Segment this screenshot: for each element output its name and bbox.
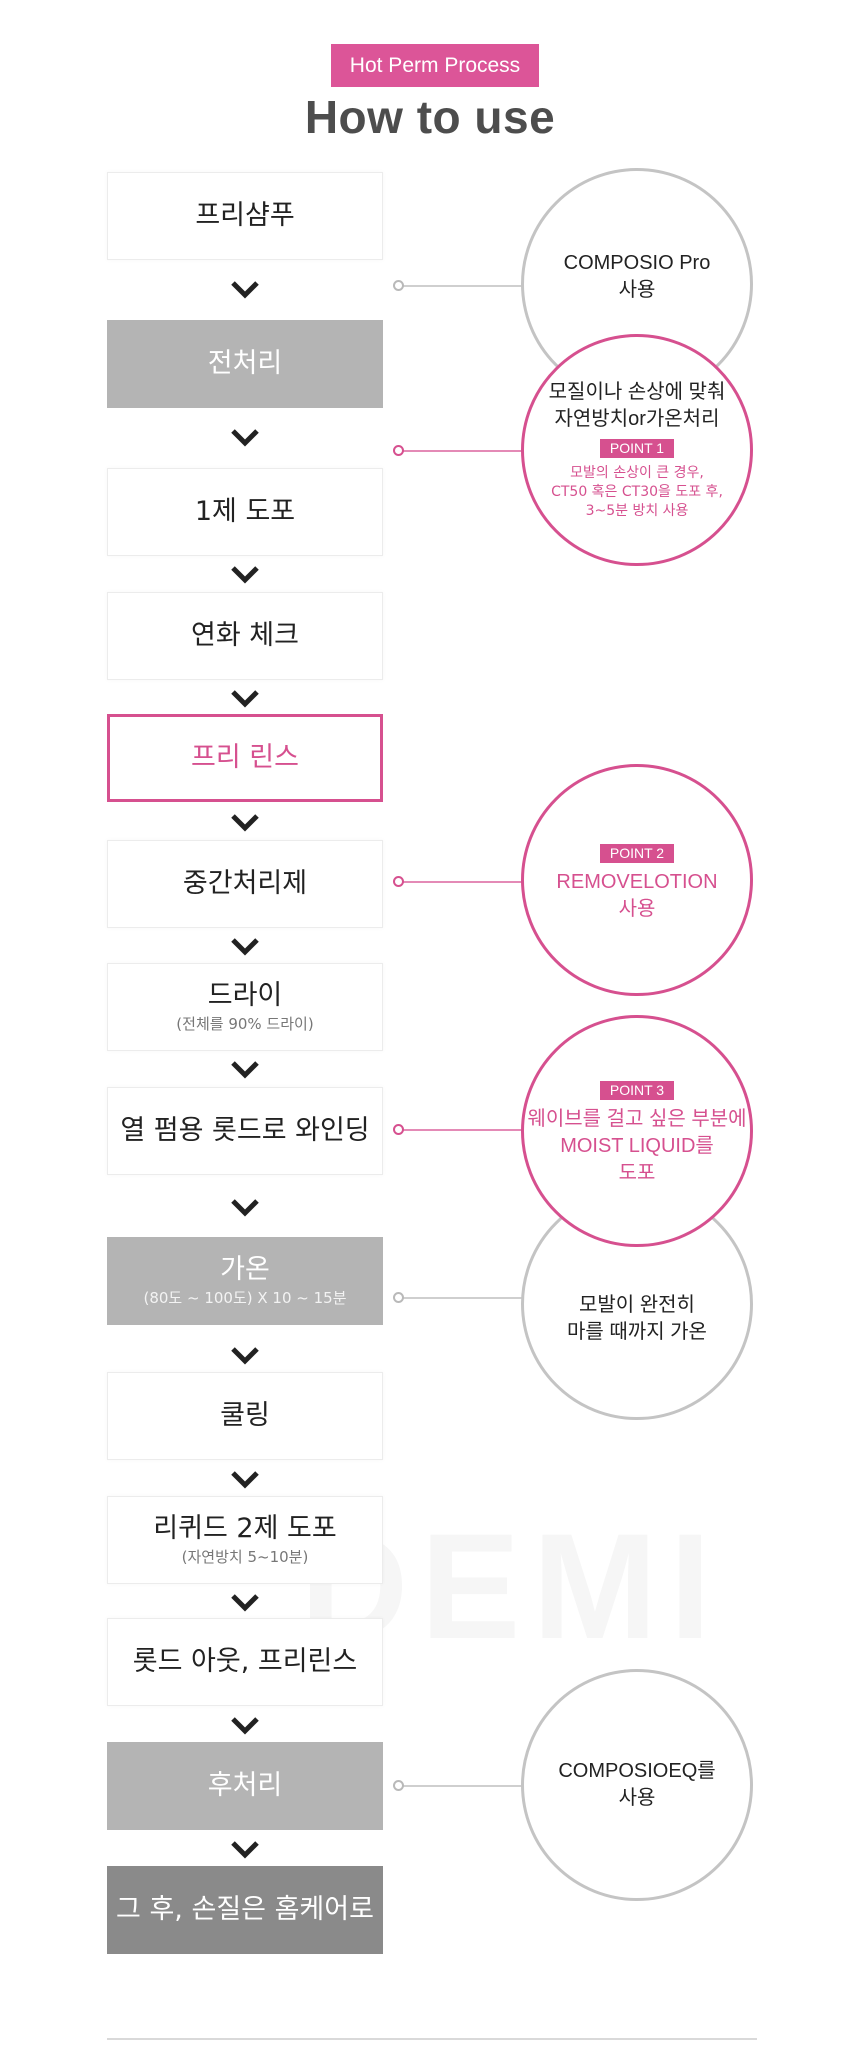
note-detail: 모발의 손상이 큰 경우,: [570, 465, 704, 481]
chevron-down-icon: [231, 429, 259, 447]
step-sublabel: (전체를 90% 드라이): [176, 1015, 314, 1033]
step-pretreatment: 전처리: [107, 320, 383, 408]
chevron-down-icon: [231, 566, 259, 584]
step-dry: 드라이 (전체를 90% 드라이): [107, 963, 383, 1051]
page-title: How to use: [304, 91, 556, 143]
step-heating: 가온 (80도 ~ 100도) X 10 ~ 15분: [107, 1237, 383, 1325]
point-tag: POINT 2: [599, 843, 675, 863]
process-badge: Hot Perm Process: [331, 44, 539, 87]
step-cooling: 쿨링: [107, 1372, 383, 1460]
connector-dot: [393, 280, 404, 291]
chevron-down-icon: [231, 1347, 259, 1365]
step-label: 가온: [220, 1254, 270, 1285]
note-text: 자연방치or가온처리: [554, 408, 720, 430]
note-detail: 3~5분 방치 사용: [585, 503, 689, 519]
connector-dot: [393, 1292, 404, 1303]
step-label: 열 펌용 롯드로 와인딩: [120, 1115, 370, 1146]
point-tag: POINT 3: [599, 1081, 675, 1100]
step-label: 중간처리제: [182, 868, 308, 899]
note-point3: POINT 3 웨이브를 걸고 싶은 부분에 MOIST LIQUID를 도포: [521, 1015, 753, 1247]
chevron-down-icon: [231, 1471, 259, 1489]
step-softening-check: 연화 체크: [107, 592, 383, 680]
note-text: 사용: [618, 279, 656, 301]
note-text: MOIST LIQUID를: [560, 1135, 714, 1157]
note-text: 마를 때까지 가온: [567, 1321, 707, 1343]
connector-line: [400, 1297, 525, 1299]
note-detail: CT50 혹은 CT30을 도포 후,: [551, 484, 723, 500]
step-label: 리퀴드 2제 도포: [153, 1513, 337, 1544]
chevron-down-icon: [231, 281, 259, 299]
step-label: 1제 도포: [194, 496, 296, 527]
connector-line: [400, 881, 525, 883]
connector-dot: [393, 1780, 404, 1791]
step-solution2-apply: 리퀴드 2제 도포 (자연방치 5~10분): [107, 1496, 383, 1584]
note-text: REMOVELOTION: [556, 870, 718, 893]
connector-dot: [393, 876, 404, 887]
step-winding: 열 펌용 롯드로 와인딩: [107, 1087, 383, 1175]
step-pre-shampoo: 프리샴푸: [107, 172, 383, 260]
note-text: 사용: [618, 1787, 656, 1809]
step-sublabel: (자연방치 5~10분): [181, 1548, 309, 1566]
connector-line: [400, 285, 525, 287]
step-label: 프리 린스: [191, 742, 299, 773]
note-text: 도포: [618, 1162, 656, 1184]
connector-dot: [393, 445, 404, 456]
chevron-down-icon: [231, 1717, 259, 1735]
step-label: 연화 체크: [191, 620, 299, 651]
note-text: 웨이브를 걸고 싶은 부분에: [527, 1108, 747, 1130]
chevron-down-icon: [231, 1199, 259, 1217]
note-text: 모질이나 손상에 맞춰: [548, 381, 726, 403]
chevron-down-icon: [231, 1061, 259, 1079]
step-label: 전처리: [207, 348, 283, 379]
step-label: 쿨링: [220, 1400, 270, 1431]
chevron-down-icon: [231, 1594, 259, 1612]
step-pre-rinse: 프리 린스: [107, 714, 383, 802]
note-text: COMPOSIOEQ를: [558, 1760, 716, 1782]
note-text: 모발이 완전히: [579, 1294, 695, 1316]
note-composioeq: COMPOSIOEQ를 사용: [521, 1669, 753, 1901]
note-text: 사용: [618, 897, 656, 920]
step-intermediate-treatment: 중간처리제: [107, 840, 383, 928]
connector-line: [400, 1785, 525, 1787]
footer-divider: [107, 2038, 757, 2040]
connector-line: [400, 1129, 525, 1131]
connector-line: [400, 450, 525, 452]
step-rod-out-rinse: 롯드 아웃, 프리린스: [107, 1618, 383, 1706]
point-tag: POINT 1: [599, 439, 675, 458]
chevron-down-icon: [231, 1841, 259, 1859]
step-sublabel: (80도 ~ 100도) X 10 ~ 15분: [143, 1289, 347, 1307]
note-pretreatment-point1: 모질이나 손상에 맞춰 자연방치or가온처리 POINT 1 모발의 손상이 큰…: [521, 334, 753, 566]
connector-dot: [393, 1124, 404, 1135]
step-home-care: 그 후, 손질은 홈케어로: [107, 1866, 383, 1954]
note-text: COMPOSIO Pro: [563, 252, 711, 274]
step-label: 드라이: [207, 980, 283, 1011]
chevron-down-icon: [231, 690, 259, 708]
step-label: 롯드 아웃, 프리린스: [132, 1646, 358, 1677]
step-solution1-apply: 1제 도포: [107, 468, 383, 556]
step-post-treatment: 후처리: [107, 1742, 383, 1830]
chevron-down-icon: [231, 814, 259, 832]
step-label: 프리샴푸: [195, 200, 295, 231]
chevron-down-icon: [231, 938, 259, 956]
step-label: 후처리: [207, 1770, 283, 1801]
step-label: 그 후, 손질은 홈케어로: [116, 1894, 374, 1925]
note-point2: POINT 2 REMOVELOTION 사용: [521, 764, 753, 996]
